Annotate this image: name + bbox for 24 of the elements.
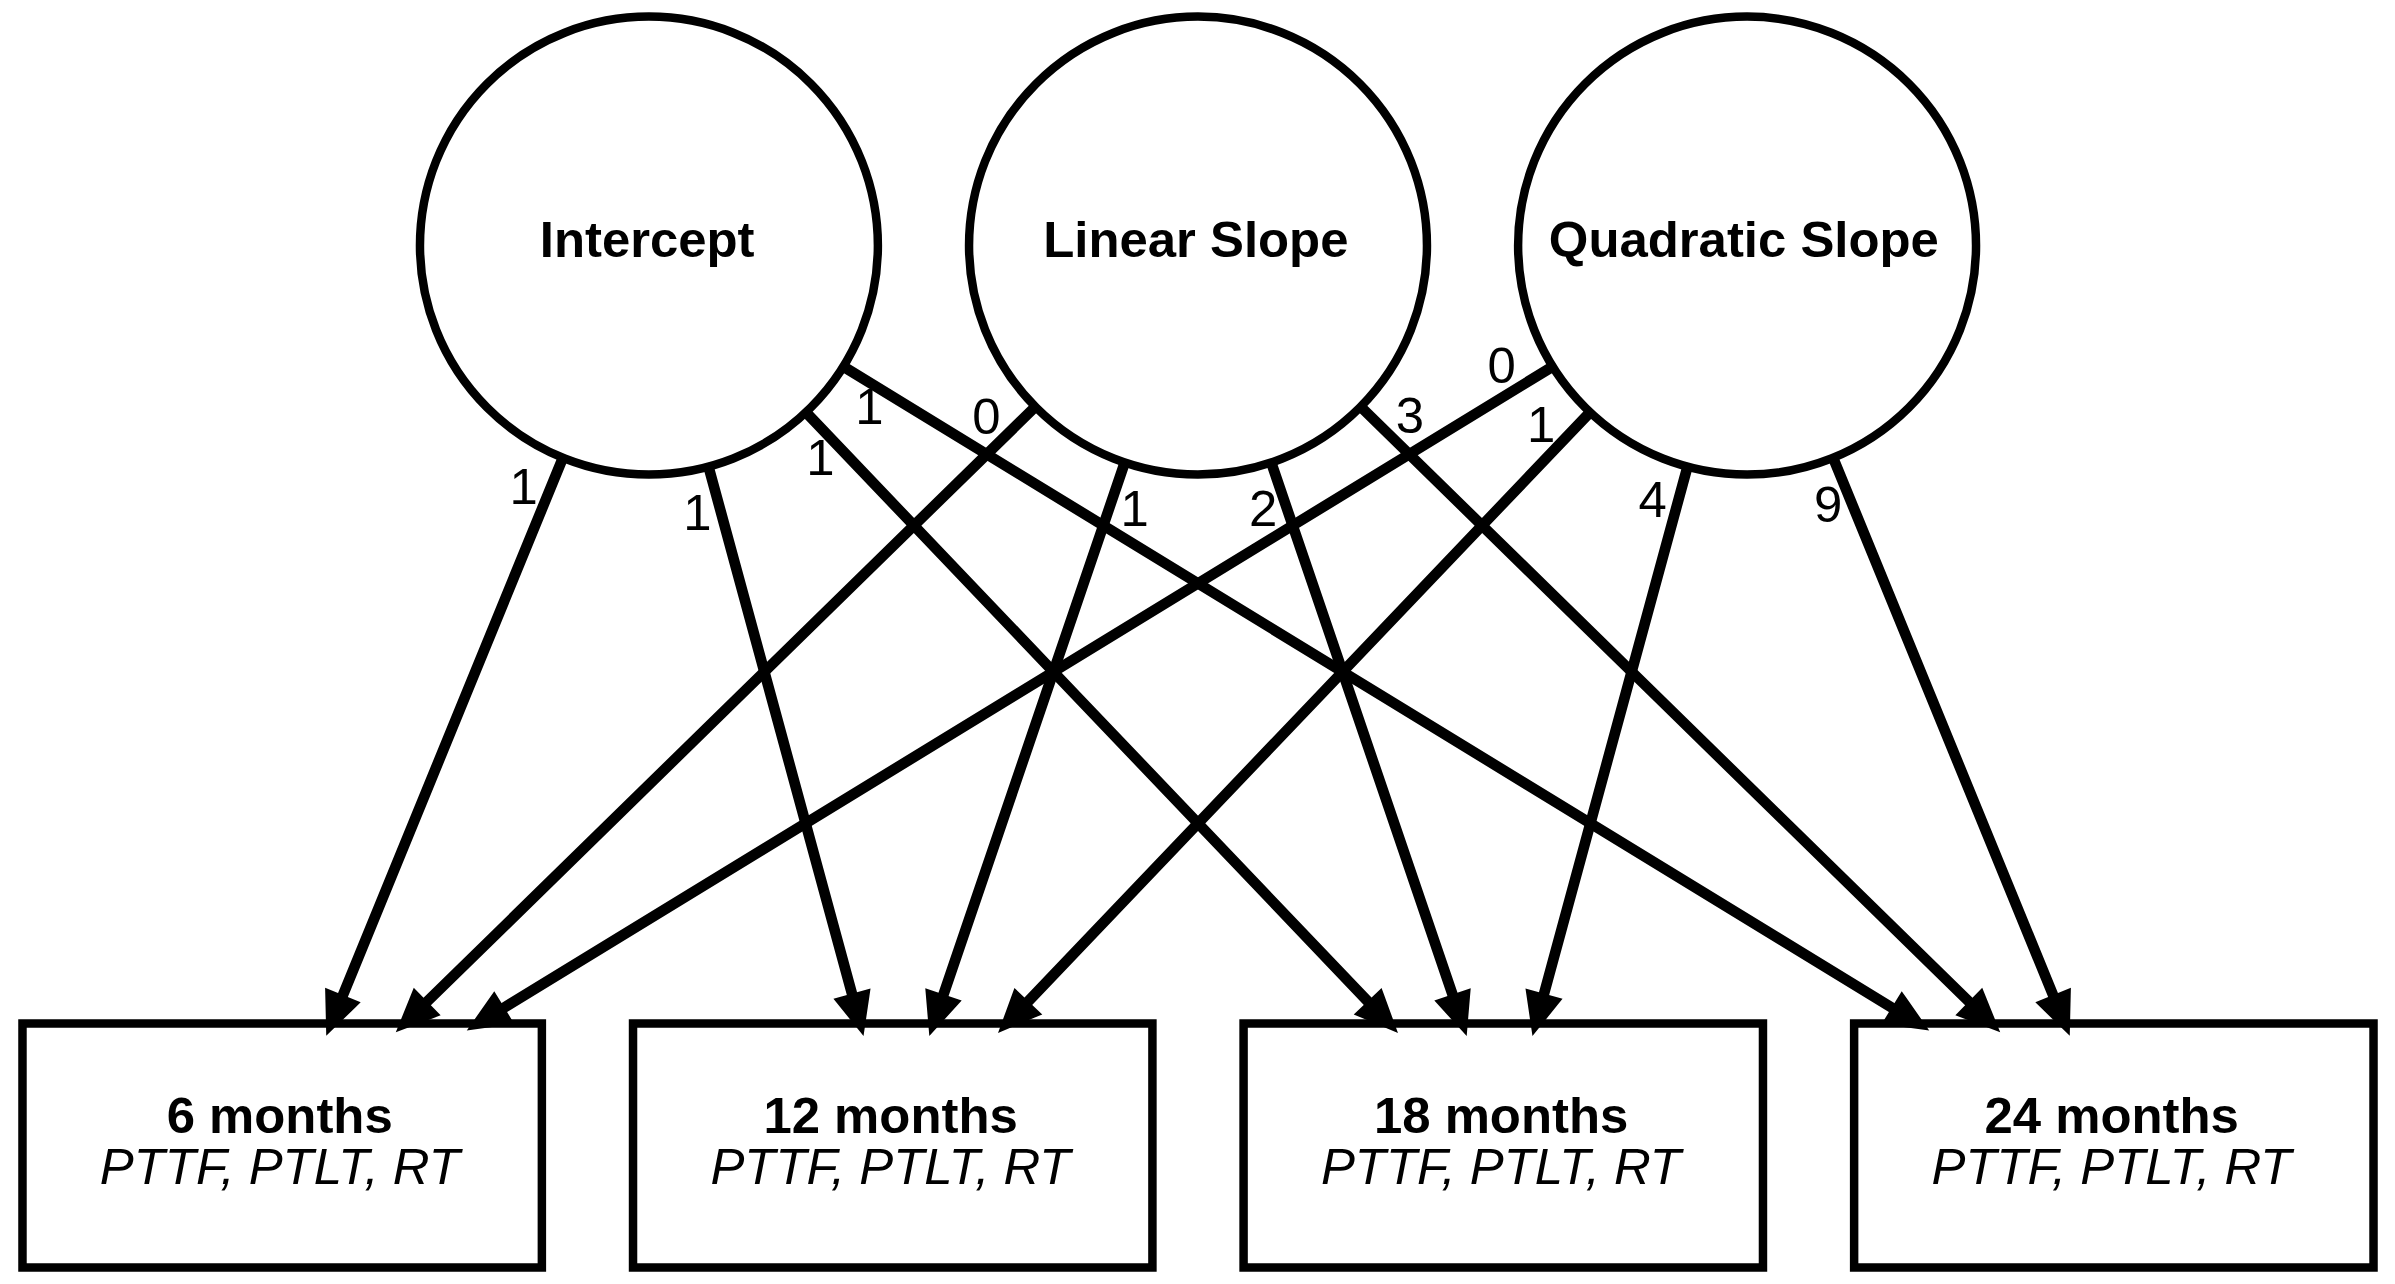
arrow: [997, 409, 1593, 1033]
node-box: 18 months PTTF, PTLT, RT: [1238, 1019, 1767, 1272]
edge-label: 0: [971, 388, 1001, 446]
edge-label: 1: [854, 377, 883, 435]
edge-label: 9: [1813, 476, 1842, 534]
edge-label: 0: [1487, 336, 1516, 394]
edge-label: 3: [1395, 386, 1424, 444]
arrow: [1265, 461, 1471, 1037]
arrow: [924, 461, 1130, 1037]
edge-label: 1: [1119, 479, 1149, 537]
edge-label: 1: [1526, 396, 1555, 454]
node-box: 12 months PTTF, PTLT, RT: [628, 1019, 1157, 1272]
node-box: 24 months PTTF, PTLT, RT: [1849, 1019, 2378, 1272]
edge-label: 1: [682, 483, 711, 541]
arrow: [1827, 456, 2071, 1036]
edge-label: 1: [508, 457, 538, 515]
arrow: [802, 409, 1398, 1033]
arrow: [395, 403, 1039, 1033]
arrow: [324, 456, 568, 1036]
arrow: [466, 362, 1555, 1031]
node-box: 6 months PTTF, PTLT, RT: [17, 1019, 546, 1272]
edge-label: 2: [1248, 480, 1277, 538]
arrow: [1356, 403, 2000, 1033]
edge-label: 1: [805, 429, 834, 487]
